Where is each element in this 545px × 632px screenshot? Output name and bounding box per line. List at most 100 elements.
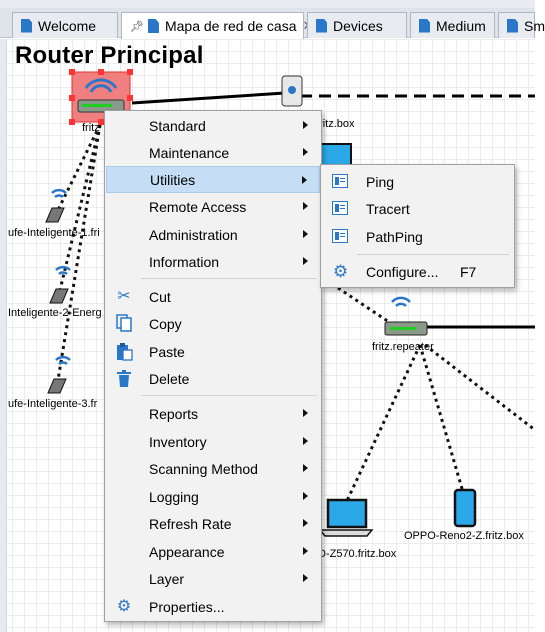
smartplug-label-2: Inteligente-2-Energ (8, 307, 102, 319)
submenu-arrow-icon (303, 148, 308, 156)
submenu-arrow-icon (303, 464, 308, 472)
scissors-icon: ✂ (117, 288, 131, 305)
fritzbox-label: fritz.box (316, 118, 355, 130)
menu-item-refresh-rate[interactable]: Refresh Rate (106, 510, 320, 537)
menu-item-label: Maintenance (149, 144, 230, 161)
trash-icon (114, 368, 134, 388)
menu-item-remote-access[interactable]: Remote Access (106, 193, 320, 220)
document-icon (419, 18, 430, 33)
map-title: Router Principal (15, 42, 204, 69)
menu-item-label: Cut (149, 288, 171, 305)
submenu-arrow-icon (303, 547, 308, 555)
menu-item-delete[interactable]: Delete (106, 365, 320, 392)
smart-plug-icon[interactable] (49, 265, 71, 304)
menu-item-copy[interactable]: Copy (106, 310, 320, 337)
tab-devices[interactable]: Devices (307, 12, 407, 38)
menu-item-paste[interactable]: Paste (106, 338, 320, 365)
menu-item-label: Refresh Rate (149, 515, 232, 532)
submenu-arrow-icon (303, 121, 308, 129)
window-icon (332, 201, 348, 215)
submenu-item-configure[interactable]: ⚙ Configure... F7 (322, 258, 513, 285)
menu-item-label: Standard (149, 117, 206, 134)
tab-label: Welcome (38, 17, 97, 34)
menu-item-reports[interactable]: Reports (106, 400, 320, 427)
menu-item-label: Delete (149, 370, 190, 387)
menu-item-standard[interactable]: Standard (106, 112, 320, 139)
repeater-label: fritz.repeater (372, 341, 434, 353)
submenu-arrow-icon (303, 409, 308, 417)
menu-item-scanning-method[interactable]: Scanning Method (106, 455, 320, 482)
top-toolbar-strip (0, 0, 535, 8)
document-icon (316, 18, 327, 33)
menu-item-properties[interactable]: ⚙ Properties... (106, 593, 320, 620)
utilities-submenu: Ping Tracert PathPing ⚙ Configure... F7 (320, 164, 515, 288)
menu-item-layer[interactable]: Layer (106, 565, 320, 592)
menu-item-label: Copy (149, 315, 182, 332)
menu-item-inventory[interactable]: Inventory (106, 428, 320, 455)
submenu-arrow-icon (303, 437, 308, 445)
menu-item-label: Utilities (150, 171, 196, 188)
laptop-icon[interactable] (318, 498, 374, 537)
tab-medium[interactable]: Medium (410, 12, 495, 38)
router-label: fritz (82, 122, 100, 134)
submenu-arrow-icon (303, 202, 308, 210)
menu-item-label: Remote Access (149, 198, 247, 215)
pin-icon[interactable]: 📌︎ (130, 20, 144, 33)
document-icon (507, 18, 518, 33)
menu-separator (141, 395, 317, 396)
tab-welcome[interactable]: Welcome (12, 12, 118, 38)
menu-item-label: Administration (149, 226, 238, 243)
context-menu: Standard Maintenance Utilities Remote Ac… (104, 110, 322, 622)
copy-icon (114, 313, 134, 333)
smart-plug-icon[interactable] (45, 188, 67, 223)
smart-plug-icon[interactable] (47, 355, 71, 394)
menu-item-administration[interactable]: Administration (106, 221, 320, 248)
window-icon (332, 174, 348, 188)
menu-separator (141, 278, 317, 279)
tab-label: Sm (524, 17, 545, 34)
repeater-icon[interactable] (384, 296, 428, 336)
window-icon (332, 229, 348, 243)
menu-item-label: Appearance (149, 543, 225, 560)
gear-icon: ⚙ (332, 262, 349, 281)
laptop-label: D-Z570.fritz.box (318, 548, 397, 560)
menu-item-utilities[interactable]: Utilities (106, 166, 320, 193)
menu-item-logging[interactable]: Logging (106, 483, 320, 510)
menu-item-cut[interactable]: ✂ Cut (106, 283, 320, 310)
menu-item-information[interactable]: Information (106, 248, 320, 275)
menu-item-label: Inventory (149, 433, 207, 450)
smartplug-label-1: ufe-Inteligente-1.fri (8, 227, 100, 239)
tab-label: Devices (333, 17, 383, 34)
document-icon (147, 19, 159, 33)
menu-item-label: Reports (149, 405, 199, 422)
tab-sm[interactable]: Sm (498, 12, 545, 38)
submenu-item-tracert[interactable]: Tracert (322, 195, 513, 222)
modem-icon[interactable] (281, 75, 303, 107)
menu-item-label: Paste (149, 343, 185, 360)
menu-item-maintenance[interactable]: Maintenance (106, 139, 320, 166)
submenu-item-label: Tracert (366, 200, 410, 217)
paste-icon (114, 341, 134, 361)
submenu-arrow-icon (303, 492, 308, 500)
submenu-item-ping[interactable]: Ping (322, 168, 513, 195)
phone-label: OPPO-Reno2-Z.fritz.box (404, 530, 524, 542)
document-icon (21, 18, 32, 33)
submenu-arrow-icon (303, 574, 308, 582)
tab-bar: Welcome 📌︎ Mapa de red de casa ✕ Devices… (0, 8, 545, 39)
menu-separator (357, 254, 509, 255)
menu-item-label: Logging (149, 488, 199, 505)
submenu-item-pathping[interactable]: PathPing (322, 223, 513, 250)
menu-item-label: Information (149, 253, 220, 270)
smartplug-label-3: ufe-Inteligente-3.fr (8, 398, 98, 410)
menu-item-label: Layer (149, 570, 185, 587)
submenu-arrow-icon (303, 230, 308, 238)
submenu-arrow-icon (302, 176, 307, 184)
submenu-arrow-icon (303, 519, 308, 527)
tab-label: Medium (436, 17, 486, 34)
smartphone-icon[interactable] (453, 488, 477, 528)
menu-item-label: Scanning Method (149, 460, 258, 477)
submenu-arrow-icon (303, 257, 308, 265)
menu-item-appearance[interactable]: Appearance (106, 538, 320, 565)
submenu-item-label: PathPing (366, 228, 423, 245)
